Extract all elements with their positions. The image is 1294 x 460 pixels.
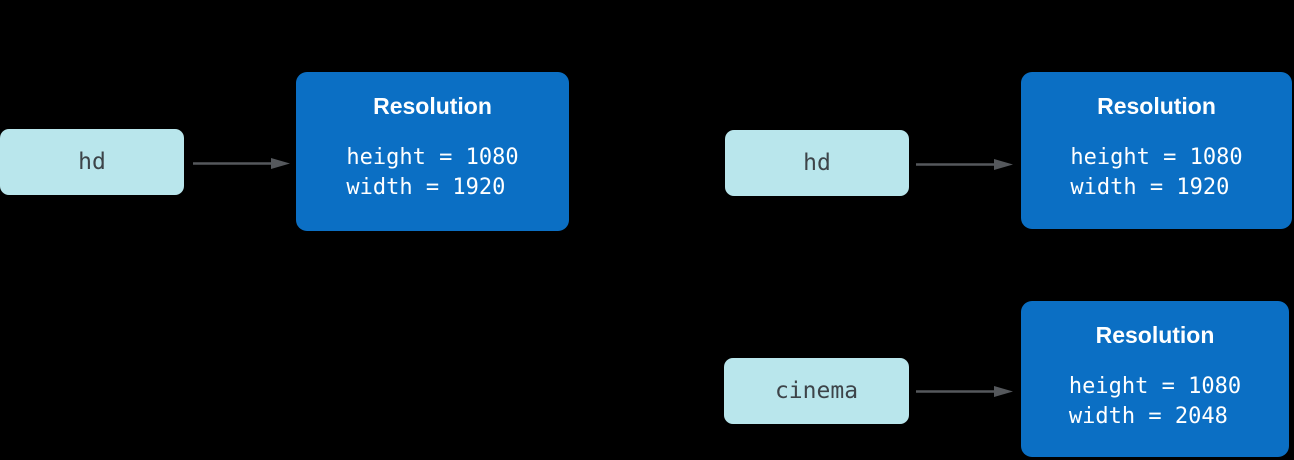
object-fields: height = 1080 width = 2048 — [1069, 372, 1241, 432]
field-width: width = 1920 — [1070, 175, 1230, 200]
object-title: Resolution — [1097, 93, 1216, 119]
arrow-icon — [916, 386, 1013, 397]
field-width: width = 2048 — [1068, 404, 1228, 429]
variable-node-cinema: cinema — [724, 358, 909, 424]
field-width: width = 1920 — [346, 175, 506, 200]
field-height: height = 1080 — [1070, 145, 1243, 170]
object-card-resolution-right-top: Resolution height = 1080 width = 1920 — [1021, 72, 1292, 229]
arrow-icon — [193, 158, 290, 169]
arrow-icon — [916, 159, 1013, 170]
variable-node-hd-right: hd — [725, 130, 909, 196]
field-height: height = 1080 — [346, 145, 519, 170]
variable-label: hd — [78, 149, 106, 175]
object-card-resolution-left: Resolution height = 1080 width = 1920 — [296, 72, 569, 231]
object-fields: height = 1080 width = 1920 — [346, 143, 518, 203]
object-fields: height = 1080 width = 1920 — [1070, 143, 1242, 203]
object-title: Resolution — [1095, 322, 1215, 348]
object-title: Resolution — [373, 93, 492, 119]
field-height: height = 1080 — [1068, 374, 1242, 399]
variable-label: hd — [803, 150, 831, 176]
variable-label: cinema — [774, 378, 859, 404]
object-card-resolution-right-bottom: Resolution height = 1080 width = 2048 — [1021, 301, 1289, 457]
variable-node-hd-left: hd — [0, 129, 184, 195]
